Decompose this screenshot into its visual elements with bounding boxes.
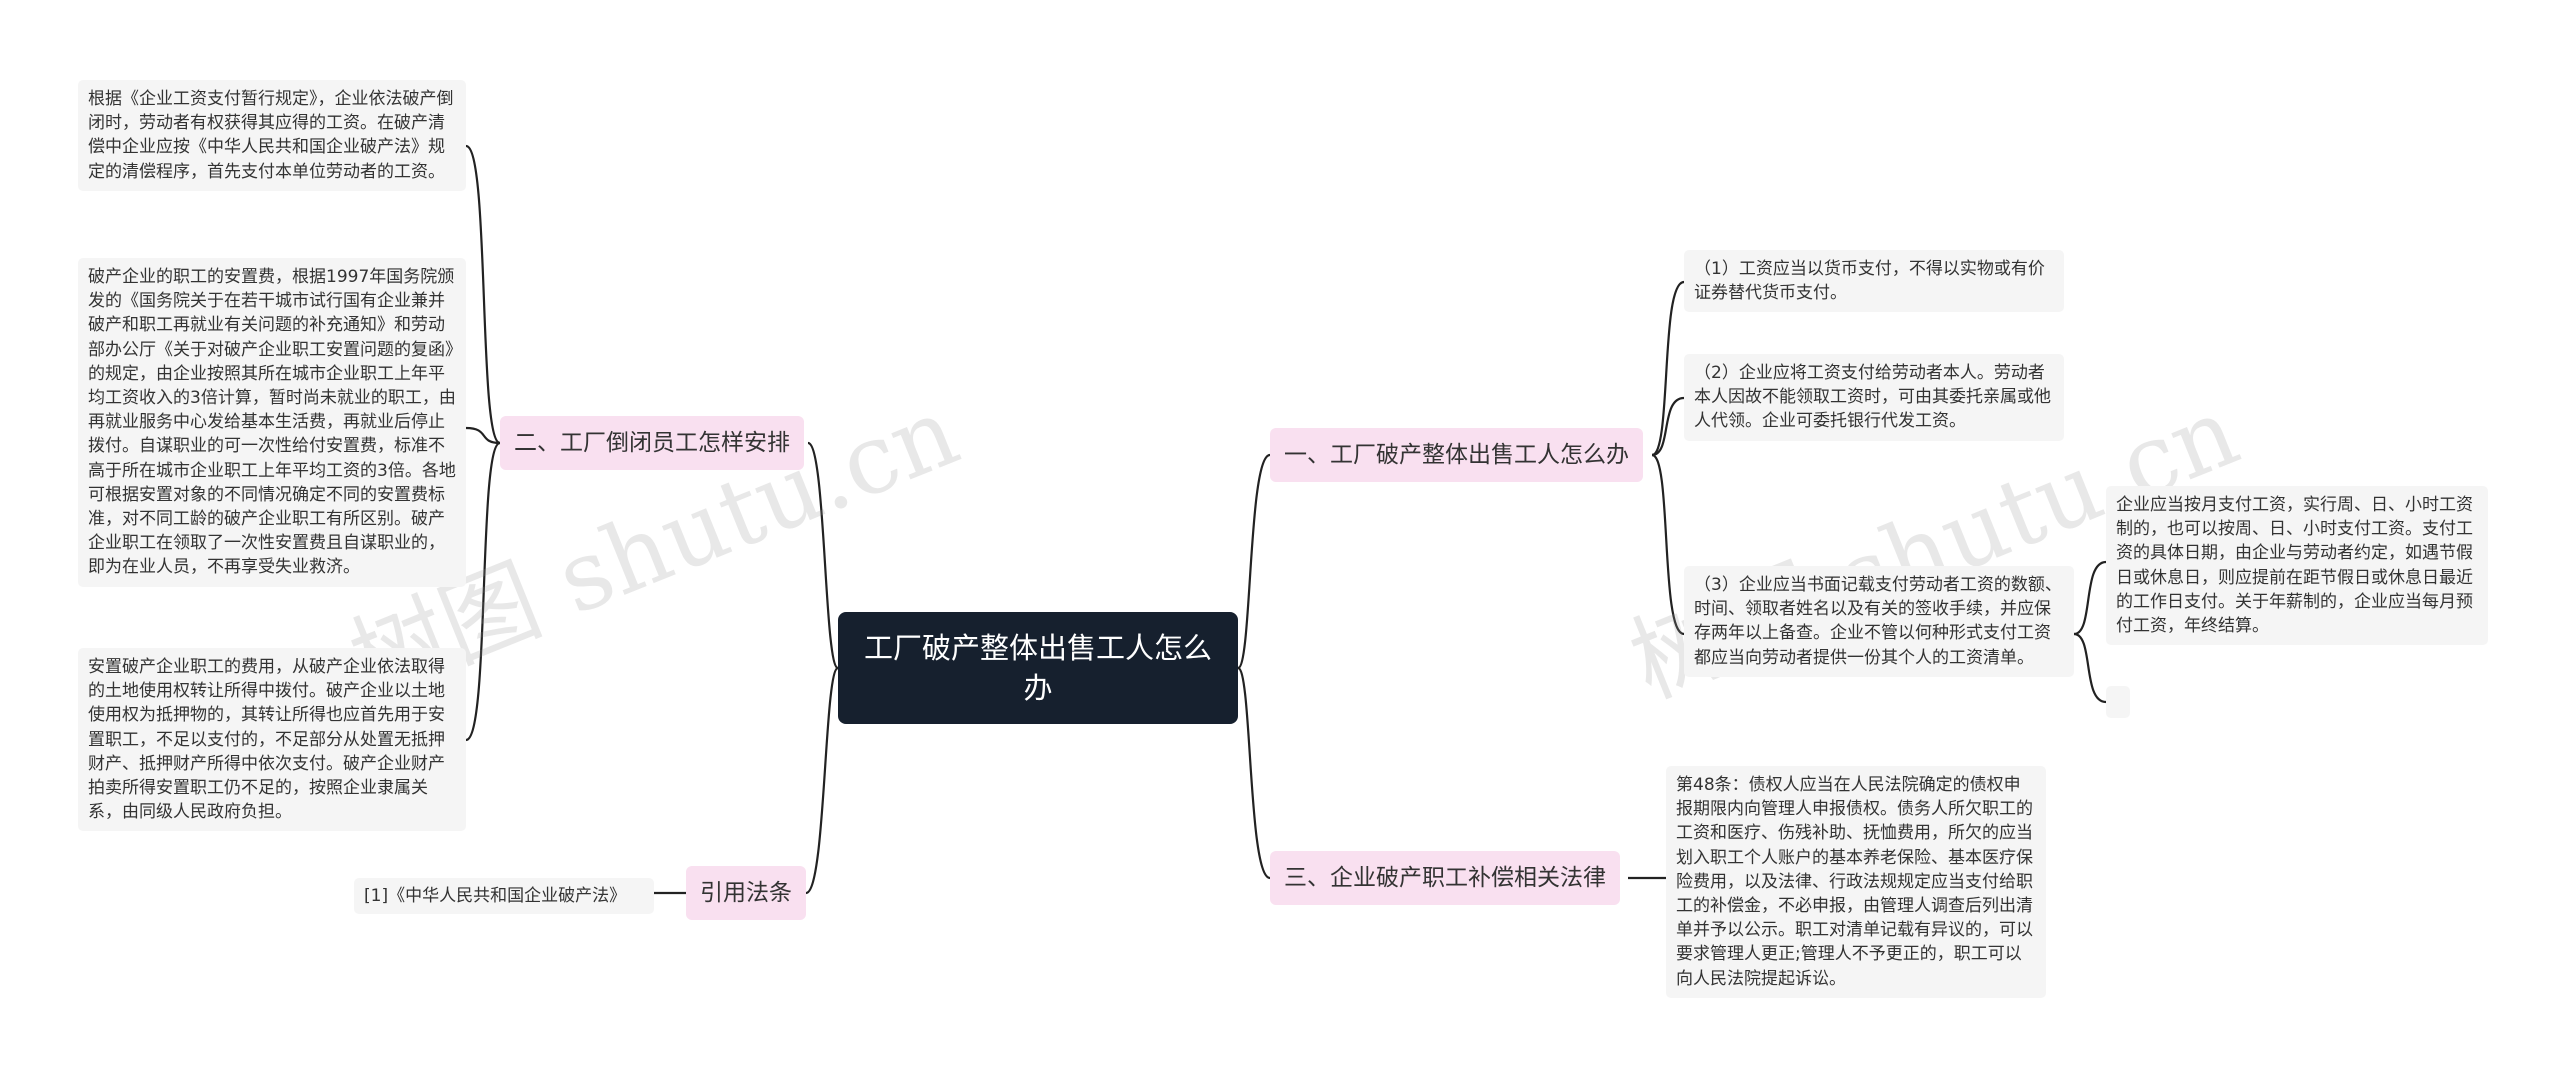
root-title: 工厂破产整体出售工人怎么办 bbox=[863, 631, 1212, 705]
edge-root-b3 bbox=[1236, 666, 1271, 880]
leaf-r1[interactable]: （1）工资应当以货币支付，不得以实物或有价证券替代货币支付。 bbox=[1684, 250, 2064, 313]
edge-r3-empty bbox=[2073, 632, 2107, 704]
edge-root-b2 bbox=[807, 441, 840, 670]
leaf-empty[interactable] bbox=[2106, 686, 2130, 718]
leaf-r3a[interactable]: 企业应当按月支付工资，实行周、日、小时工资制的，也可以按周、日、小时支付工资。支… bbox=[2106, 486, 2488, 646]
branch-node-2[interactable]: 二、工厂倒闭员工怎样安排 bbox=[500, 416, 804, 470]
edge-b2-l1 bbox=[465, 144, 501, 445]
edge-root-b1 bbox=[1236, 453, 1271, 670]
leaf-l1[interactable]: 根据《企业工资支付暂行规定》，企业依法破产倒闭时，劳动者有权获得其应得的工资。在… bbox=[78, 80, 466, 191]
branch-node-3[interactable]: 三、企业破产职工补偿相关法律 bbox=[1270, 851, 1620, 905]
edge-r3-r3a bbox=[2073, 560, 2107, 636]
branch-node-1[interactable]: 一、工厂破产整体出售工人怎么办 bbox=[1270, 428, 1643, 482]
branch-4-label: 引用法条 bbox=[700, 880, 792, 906]
edge-b1-r3 bbox=[1651, 453, 1685, 636]
branch-2-label: 二、工厂倒闭员工怎样安排 bbox=[514, 430, 790, 456]
edge-b1-r2 bbox=[1651, 396, 1685, 457]
leaf-r3[interactable]: （3）企业应当书面记载支付劳动者工资的数额、时间、领取者姓名以及有关的签收手续，… bbox=[1684, 566, 2074, 677]
edge-b2-l3 bbox=[465, 441, 501, 742]
branch-node-4[interactable]: 引用法条 bbox=[686, 866, 806, 920]
branch-1-label: 一、工厂破产整体出售工人怎么办 bbox=[1284, 442, 1629, 468]
leaf-l3[interactable]: 安置破产企业职工的费用，从破产企业依法取得的土地使用权转让所得中拨付。破产企业以… bbox=[78, 648, 466, 832]
leaf-r2[interactable]: （2）企业应将工资支付给劳动者本人。劳动者本人因故不能领取工资时，可由其委托亲属… bbox=[1684, 354, 2064, 441]
leaf-r4[interactable]: 第48条：债权人应当在人民法院确定的债权申报期限内向管理人申报债权。债务人所欠职… bbox=[1666, 766, 2046, 998]
edge-b2-l2 bbox=[465, 426, 501, 445]
leaf-l4[interactable]: [1]《中华人民共和国企业破产法》 bbox=[354, 878, 654, 914]
edge-b1-r1 bbox=[1651, 280, 1685, 457]
edge-root-b4 bbox=[805, 666, 840, 895]
leaf-l2[interactable]: 破产企业的职工的安置费，根据1997年国务院颁发的《国务院关于在若干城市试行国有… bbox=[78, 258, 466, 587]
root-node[interactable]: 工厂破产整体出售工人怎么办 bbox=[838, 612, 1238, 724]
branch-3-label: 三、企业破产职工补偿相关法律 bbox=[1284, 865, 1606, 891]
